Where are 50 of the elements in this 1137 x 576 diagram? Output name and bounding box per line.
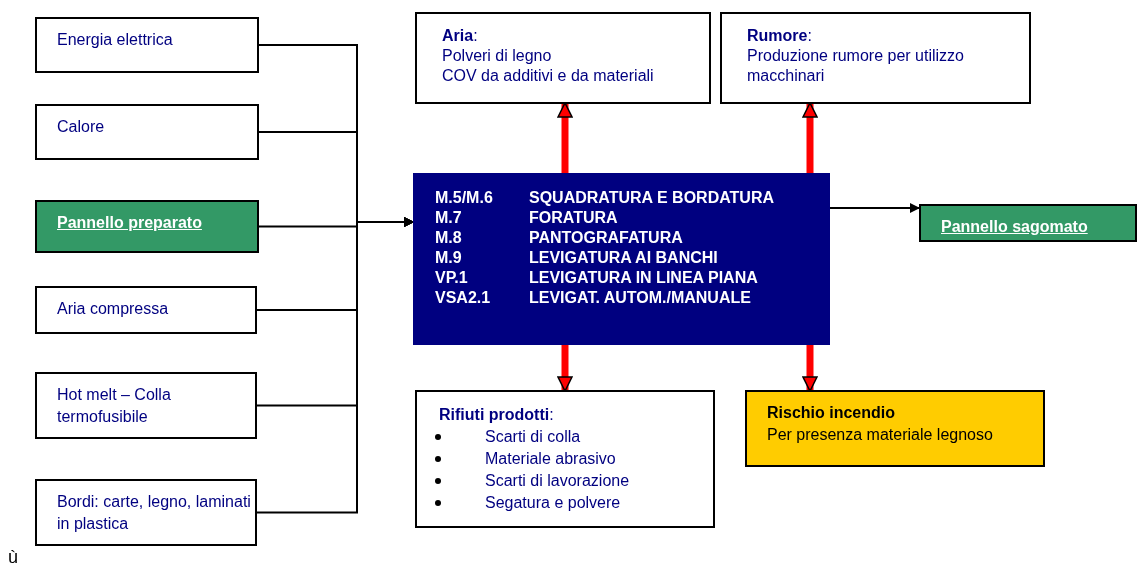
box-label: Bordi: carte, legno, laminati in plastica <box>57 492 252 534</box>
item-text: COV da additivi e da materiali <box>442 66 655 86</box>
box-label: Hot melt – Colla termofusibile <box>57 385 172 427</box>
input-box <box>35 200 259 253</box>
process-name: LEVIGATURA AI BANCHI <box>529 248 719 268</box>
description: Per presenza materiale legnoso <box>767 425 994 445</box>
waste-box <box>415 390 715 528</box>
process-name: LEVIGAT. AUTOM./MANUALE <box>529 288 752 308</box>
box-label: Calore <box>57 117 106 137</box>
heading: Rumore: <box>747 26 813 46</box>
machine-code: M.8 <box>435 228 463 248</box>
list-item: Segatura e polvere <box>485 493 621 513</box>
emission-box <box>720 12 1031 104</box>
heading: Aria: <box>442 26 479 46</box>
machine-code: M.9 <box>435 248 463 268</box>
process-name: LEVIGATURA IN LINEA PIANA <box>529 268 759 288</box>
machine-code: VSA2.1 <box>435 288 492 308</box>
machine-code: M.5/M.6 <box>435 188 494 208</box>
input-box <box>35 17 259 73</box>
block-arrow <box>557 102 573 173</box>
risk-box <box>745 390 1045 467</box>
process-name: FORATURA <box>529 208 619 228</box>
heading: Rischio incendio <box>767 403 896 423</box>
list-item: Materiale abrasivo <box>485 449 616 469</box>
block-arrow <box>802 102 818 173</box>
process-box <box>413 173 830 345</box>
box-label: Pannello sagomato <box>941 217 1089 237</box>
connector-arrow <box>829 203 920 213</box>
input-box <box>35 479 257 546</box>
input-box <box>35 286 257 334</box>
box-label: Pannello preparato <box>57 213 203 233</box>
emission-box <box>415 12 711 104</box>
output-box <box>919 204 1137 242</box>
process-name: PANTOGRAFATURA <box>529 228 684 248</box>
list-item: Scarti di colla <box>485 427 581 447</box>
block-arrow <box>557 345 573 392</box>
heading: Rifiuti prodotti: <box>439 405 555 425</box>
input-box <box>35 372 257 439</box>
item-text: Produzione rumore per utilizzo macchinari <box>747 46 965 86</box>
block-arrow <box>802 345 818 392</box>
stray-character: ù <box>8 546 18 568</box>
item-text: Polveri di legno <box>442 46 553 66</box>
input-box <box>35 104 259 160</box>
box-label: Energia elettrica <box>57 30 174 50</box>
machine-code: VP.1 <box>435 268 469 288</box>
box-label: Aria compressa <box>57 299 170 319</box>
process-name: SQUADRATURA E BORDATURA <box>529 188 776 208</box>
machine-code: M.7 <box>435 208 463 228</box>
list-item: Scarti di lavorazione <box>485 471 630 491</box>
connector-arrow <box>256 217 414 514</box>
